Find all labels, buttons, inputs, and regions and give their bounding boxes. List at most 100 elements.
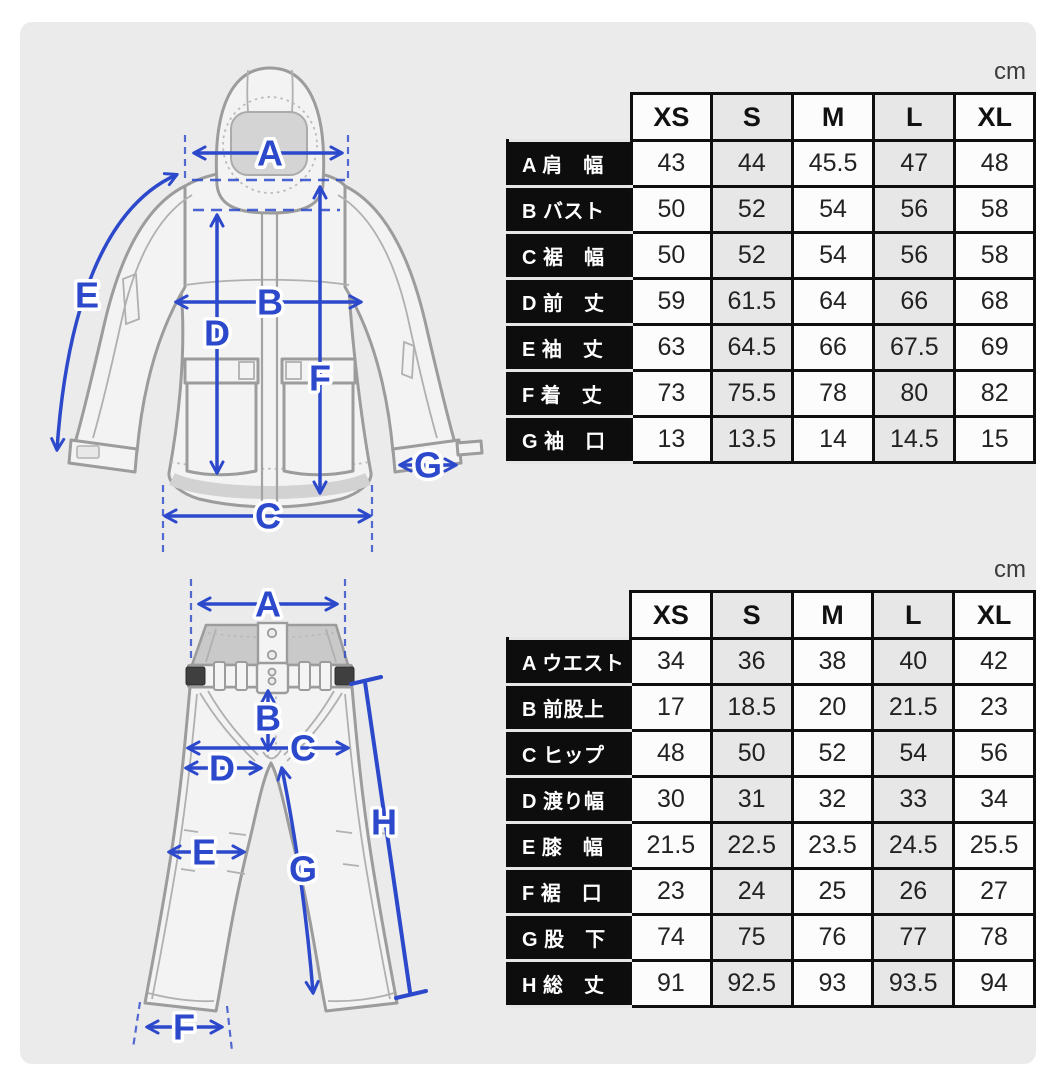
size-value-cell: 21.5 bbox=[628, 821, 713, 870]
size-value-cell: 24 bbox=[709, 867, 794, 916]
size-value-cell: 50 bbox=[709, 729, 794, 778]
size-value-cell: 56 bbox=[952, 729, 1036, 778]
size-value-cell: 68 bbox=[953, 277, 1036, 326]
jacket-left-sleeve bbox=[73, 184, 187, 454]
table-row: D 渡り幅 30 31 32 33 34 bbox=[506, 775, 1036, 824]
pants-belt-tab-right bbox=[334, 666, 355, 686]
size-value-cell: 48 bbox=[628, 729, 713, 778]
dim-label-g: G bbox=[414, 445, 442, 486]
size-value-cell: 21.5 bbox=[871, 683, 956, 732]
size-value-cell: 14 bbox=[790, 415, 876, 464]
measurement-row-label: F 裾 口 bbox=[506, 867, 632, 916]
size-value-cell: 77 bbox=[871, 913, 956, 962]
dim-label-e: E bbox=[192, 832, 216, 873]
size-value-cell: 25 bbox=[790, 867, 875, 916]
size-value-cell: 48 bbox=[953, 139, 1036, 188]
dim-label-g: G bbox=[289, 849, 317, 890]
pants-size-table: XS S M L XL A ウエスト 34 36 38 40 42 B 前股上 bbox=[506, 590, 1036, 1008]
size-value-cell: 75.5 bbox=[709, 369, 794, 418]
size-value-cell: 52 bbox=[709, 185, 794, 234]
size-value-cell: 64.5 bbox=[709, 323, 794, 372]
corner-spacer bbox=[508, 94, 632, 141]
size-value-cell: 13 bbox=[630, 415, 713, 464]
size-column-header: XL bbox=[952, 590, 1036, 640]
table-header-row: XS S M L XL bbox=[508, 92, 1036, 142]
size-value-cell: 44 bbox=[709, 139, 794, 188]
size-value-cell: 66 bbox=[790, 323, 876, 372]
size-column-header: S bbox=[709, 590, 794, 640]
size-value-cell: 78 bbox=[790, 369, 876, 418]
size-value-cell: 63 bbox=[630, 323, 713, 372]
size-value-cell: 59 bbox=[630, 277, 713, 326]
size-value-cell: 50 bbox=[630, 185, 713, 234]
dim-label-a: A bbox=[255, 584, 281, 625]
measurement-row-label: A 肩 幅 bbox=[506, 139, 633, 188]
measurement-row-label: D 前 丈 bbox=[506, 277, 633, 326]
dim-line-h bbox=[363, 680, 412, 994]
dim-label-a: A bbox=[257, 133, 283, 174]
size-value-cell: 27 bbox=[952, 867, 1036, 916]
size-value-cell: 54 bbox=[790, 231, 876, 280]
size-column-header: XS bbox=[628, 590, 713, 640]
size-value-cell: 54 bbox=[790, 185, 876, 234]
measurement-row-label: F 着 丈 bbox=[506, 369, 633, 418]
dim-label-c: C bbox=[255, 496, 281, 537]
size-value-cell: 24.5 bbox=[871, 821, 956, 870]
dim-arrow-g bbox=[276, 766, 320, 995]
size-value-cell: 23 bbox=[628, 867, 713, 916]
measurement-row-label: G 袖 口 bbox=[506, 415, 633, 464]
size-value-cell: 66 bbox=[872, 277, 957, 326]
table-row: B 前股上 17 18.5 20 21.5 23 bbox=[506, 683, 1036, 732]
size-value-cell: 23.5 bbox=[790, 821, 875, 870]
size-value-cell: 26 bbox=[871, 867, 956, 916]
size-column-header: L bbox=[871, 590, 956, 640]
size-column-header: L bbox=[872, 92, 957, 142]
size-value-cell: 38 bbox=[790, 637, 875, 686]
dim-label-b: B bbox=[255, 698, 281, 739]
size-value-cell: 73 bbox=[630, 369, 713, 418]
pants-size-table-box: cm XS S M L XL A ウエスト 34 36 38 40 bbox=[506, 556, 1036, 1008]
pants-belt-tab-left bbox=[185, 666, 206, 686]
jacket-right-sleeve bbox=[343, 184, 457, 454]
measurement-row-label: B バスト bbox=[506, 185, 633, 234]
size-value-cell: 33 bbox=[871, 775, 956, 824]
size-value-cell: 43 bbox=[630, 139, 713, 188]
size-value-cell: 30 bbox=[628, 775, 713, 824]
dim-label-d: D bbox=[209, 748, 235, 789]
size-value-cell: 92.5 bbox=[709, 959, 794, 1008]
size-value-cell: 56 bbox=[872, 185, 957, 234]
size-value-cell: 34 bbox=[628, 637, 713, 686]
size-column-header: XL bbox=[953, 92, 1036, 142]
size-value-cell: 80 bbox=[872, 369, 957, 418]
size-value-cell: 52 bbox=[790, 729, 875, 778]
size-value-cell: 18.5 bbox=[709, 683, 794, 732]
size-value-cell: 58 bbox=[953, 231, 1036, 280]
size-value-cell: 75 bbox=[709, 913, 794, 962]
size-value-cell: 25.5 bbox=[952, 821, 1036, 870]
pants-diagram: A B C D E F G H bbox=[131, 579, 428, 1052]
size-column-header: M bbox=[790, 92, 876, 142]
table-row: E 膝 幅 21.5 22.5 23.5 24.5 25.5 bbox=[506, 821, 1036, 870]
dim-label-b: B bbox=[257, 282, 283, 323]
jacket-dimension-annotations: A B C D E F G bbox=[50, 129, 458, 556]
table-row: A ウエスト 34 36 38 40 42 bbox=[506, 637, 1036, 686]
measurement-row-label: H 総 丈 bbox=[506, 959, 632, 1008]
jacket-hem-band bbox=[169, 472, 371, 499]
size-value-cell: 52 bbox=[709, 231, 794, 280]
pants-dimension-annotations: A B C D E F G H bbox=[131, 579, 428, 1052]
dim-label-d: D bbox=[204, 313, 230, 354]
dim-arrow-e bbox=[50, 172, 179, 452]
unit-label: cm bbox=[994, 58, 1026, 85]
jacket-size-table-box: cm XS S M L XL A 肩 幅 43 44 45.5 47 bbox=[506, 58, 1036, 464]
size-value-cell: 36 bbox=[709, 637, 794, 686]
table-row: B バスト 50 52 54 56 58 bbox=[506, 185, 1036, 234]
size-value-cell: 67.5 bbox=[872, 323, 957, 372]
size-value-cell: 32 bbox=[790, 775, 875, 824]
table-row: D 前 丈 59 61.5 64 66 68 bbox=[506, 277, 1036, 326]
size-value-cell: 20 bbox=[790, 683, 875, 732]
size-value-cell: 94 bbox=[952, 959, 1036, 1008]
dim-label-f: F bbox=[173, 1007, 195, 1048]
size-value-cell: 54 bbox=[871, 729, 956, 778]
dim-label-h: H bbox=[371, 802, 397, 843]
